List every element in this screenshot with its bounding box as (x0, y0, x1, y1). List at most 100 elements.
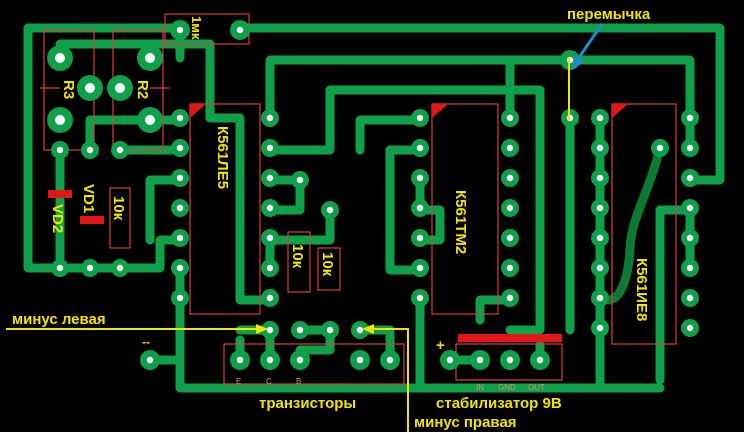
pad-hole (266, 356, 274, 364)
pad-hole (356, 356, 364, 364)
ic1-label: К561ЛЕ5 (214, 126, 231, 189)
pad-hole (506, 356, 514, 364)
pad-hole (416, 114, 424, 122)
pad-hole (446, 356, 454, 364)
pad-hole (176, 26, 184, 34)
pad-hole (116, 264, 124, 272)
annotations: перемычка минус левая минус правая транз… (6, 6, 651, 432)
jumper-annotation: перемычка (567, 6, 651, 23)
pad-hole (56, 264, 64, 272)
pad-hole (145, 53, 155, 63)
pad-hole (356, 326, 364, 334)
pad-hole (686, 294, 694, 302)
pad-hole (146, 356, 154, 364)
pad-hole (266, 144, 274, 152)
pad-hole (266, 294, 274, 302)
pad-hole (55, 115, 65, 125)
pin-b-label: B (296, 377, 301, 386)
minus-left-arrowhead (256, 324, 268, 334)
pad-hole (506, 234, 514, 242)
pad-hole (506, 204, 514, 212)
pad-hole (176, 234, 184, 242)
pad-hole (506, 174, 514, 182)
pad-hole (416, 144, 424, 152)
pad-hole (176, 114, 184, 122)
pad-hole (596, 264, 604, 272)
pad-hole (56, 146, 64, 154)
pad-hole (86, 264, 94, 272)
jumper-arrow (574, 23, 604, 63)
pin-in-label: IN (476, 383, 484, 392)
res-mid-label: 10к (289, 244, 306, 269)
pad-hole (296, 356, 304, 364)
pad-hole (176, 264, 184, 272)
pad-hole (266, 174, 274, 182)
pad-hole (176, 144, 184, 152)
pad-hole (476, 356, 484, 364)
pad-hole (176, 174, 184, 182)
pad-hole (596, 144, 604, 152)
pad-hole (296, 326, 304, 334)
pad-hole (266, 204, 274, 212)
pad-hole (686, 324, 694, 332)
minus-left-annotation: минус левая (12, 311, 106, 328)
pad-hole (416, 174, 424, 182)
pad-hole (416, 294, 424, 302)
pad-hole (536, 356, 544, 364)
solder-pads (47, 20, 699, 370)
pad-hole (416, 264, 424, 272)
pad-hole (266, 264, 274, 272)
pad-hole (86, 146, 94, 154)
pad-hole (236, 26, 244, 34)
pad-hole (596, 204, 604, 212)
pad-hole (596, 234, 604, 242)
minus-right-arrowhead (362, 324, 374, 334)
pad-hole (296, 176, 304, 184)
pad-hole (596, 324, 604, 332)
minus-right-annotation: минус правая (414, 414, 517, 431)
vd1-label: VD1 (80, 184, 97, 213)
stabilizer-annotation: стабилизатор 9В (436, 395, 562, 412)
cap-label: 1мк (189, 16, 204, 40)
pad-hole (656, 144, 664, 152)
pad-hole (596, 114, 604, 122)
pad-hole (686, 174, 694, 182)
ic3-label: К561ИЕ8 (633, 258, 650, 321)
pad-hole (686, 234, 694, 242)
pad-hole (506, 294, 514, 302)
pad-hole (326, 206, 334, 214)
jumper-wire (603, 143, 665, 305)
pad-hole (686, 114, 694, 122)
jumper-arrowhead (572, 56, 584, 70)
res-right-label: 10к (319, 252, 336, 277)
pad-hole (416, 234, 424, 242)
pad-hole (115, 83, 125, 93)
pad-hole (686, 204, 694, 212)
pad-hole (176, 204, 184, 212)
vd2-label: VD2 (49, 204, 66, 233)
pad-hole (85, 83, 95, 93)
pad-hole (386, 356, 394, 364)
pad-hole (176, 294, 184, 302)
r2-label: R2 (134, 80, 151, 99)
pin-e-label: E (236, 377, 241, 386)
transistors-annotation: транзисторы (259, 395, 356, 412)
pad-hole (596, 174, 604, 182)
pad-hole (506, 264, 514, 272)
pad-hole (596, 294, 604, 302)
pad-hole (686, 264, 694, 272)
pin-out-label: OUT (528, 383, 545, 392)
pad-hole (416, 204, 424, 212)
pad-hole (116, 146, 124, 154)
pad-hole (506, 114, 514, 122)
minus-sign: -- (142, 335, 150, 349)
res-left-label: 10к (110, 196, 127, 221)
pad-hole (266, 326, 274, 334)
component-labels: R3 R2 VD1 VD2 10к 10к 10к 1мк К561ЛЕ5 К5… (49, 16, 650, 392)
pad-hole (686, 144, 694, 152)
minus-right-line (368, 328, 409, 432)
pad-hole (236, 356, 244, 364)
pad-hole (55, 53, 65, 63)
pad-hole (266, 114, 274, 122)
